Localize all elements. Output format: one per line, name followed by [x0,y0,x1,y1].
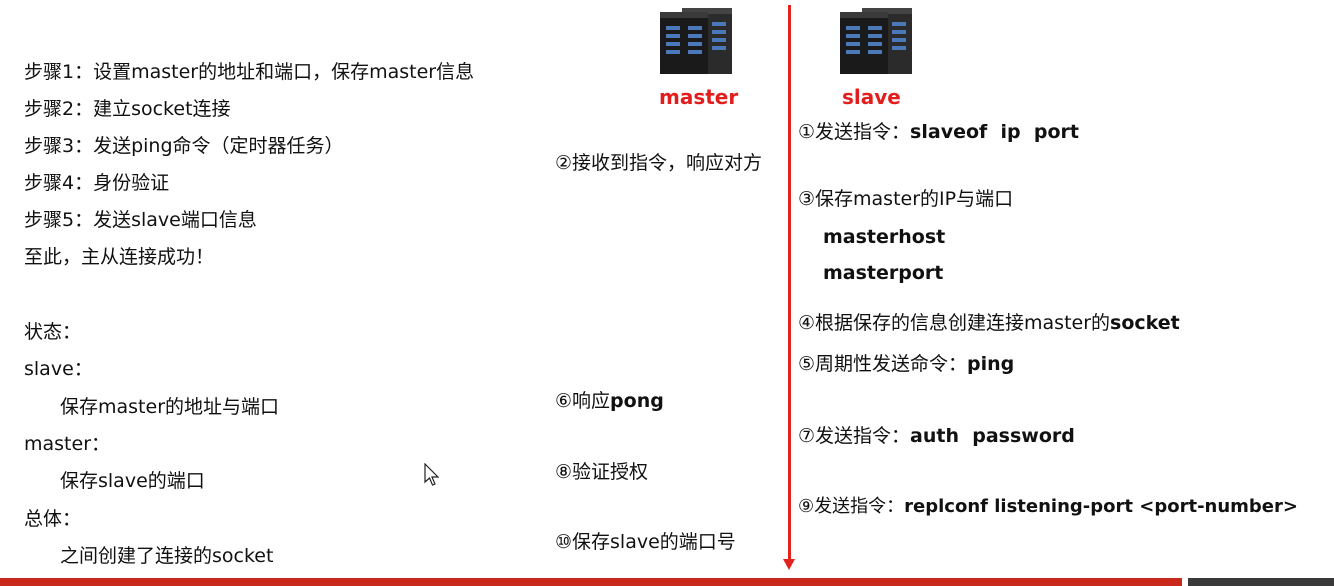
slave-action-4-bold: socket [1110,312,1180,334]
slave-action-1: ①发送指令：slaveof ip port [798,121,1079,143]
timeline-divider [788,5,791,561]
slave-action-3-host: masterhost [823,226,946,248]
slave-action-4-prefix: ④根据保存的信息创建连接master的 [798,312,1111,334]
slave-action-9: ⑨发送指令：replconf listening-port <port-numb… [798,496,1298,518]
slave-action-9-prefix: ⑨发送指令： [798,496,905,517]
slave-action-9-bold: replconf listening-port <port-number> [904,496,1298,517]
step-1: 步骤1：设置master的地址和端口，保存master信息 [24,61,475,83]
step-2: 步骤2：建立socket连接 [24,98,231,120]
bottom-dark-bar [1188,578,1334,586]
slave-action-5-bold: ping [967,353,1015,375]
bottom-accent-bar [0,578,1182,586]
master-action-6-bold: pong [610,390,664,412]
state-slave-desc: 保存master的地址与端口 [60,396,280,418]
slave-action-1-prefix: ①发送指令： [798,121,911,143]
step-5: 步骤5：发送slave端口信息 [24,209,257,231]
master-action-6: ⑥响应pong [555,390,664,412]
state-master-label: master： [24,433,111,455]
slave-action-1-bold: slaveof ip port [910,121,1079,143]
master-action-2: ②接收到指令，响应对方 [555,152,763,174]
slave-label: slave [842,85,901,109]
slave-action-7: ⑦发送指令：auth password [798,425,1075,447]
state-overall-desc: 之间创建了连接的socket [60,545,274,567]
slave-action-4: ④根据保存的信息创建连接master的socket [798,312,1180,334]
state-overall-label: 总体： [24,508,82,530]
slave-action-7-bold: auth password [910,425,1075,447]
success-line: 至此，主从连接成功！ [24,246,215,268]
slave-action-3-port: masterport [823,262,944,284]
master-action-6-prefix: ⑥响应 [555,390,611,412]
slave-action-5: ⑤周期性发送命令：ping [798,353,1014,375]
state-slave-label: slave： [24,358,93,380]
step-3: 步骤3：发送ping命令（定时器任务） [24,135,344,157]
master-label: master [659,85,739,109]
mouse-pointer-icon [424,463,440,486]
master-action-10: ⑩保存slave的端口号 [555,531,736,553]
state-title: 状态： [24,321,82,343]
timeline-arrow-icon [783,559,795,570]
slave-action-5-prefix: ⑤周期性发送命令： [798,353,968,375]
state-master-desc: 保存slave的端口 [60,470,205,492]
master-action-8: ⑧验证授权 [555,461,649,483]
master-server-icon [660,8,732,74]
slave-action-7-prefix: ⑦发送指令： [798,425,911,447]
step-4: 步骤4：身份验证 [24,172,170,194]
slave-action-3: ③保存master的IP与端口 [798,188,1014,210]
slave-server-icon [840,8,912,74]
